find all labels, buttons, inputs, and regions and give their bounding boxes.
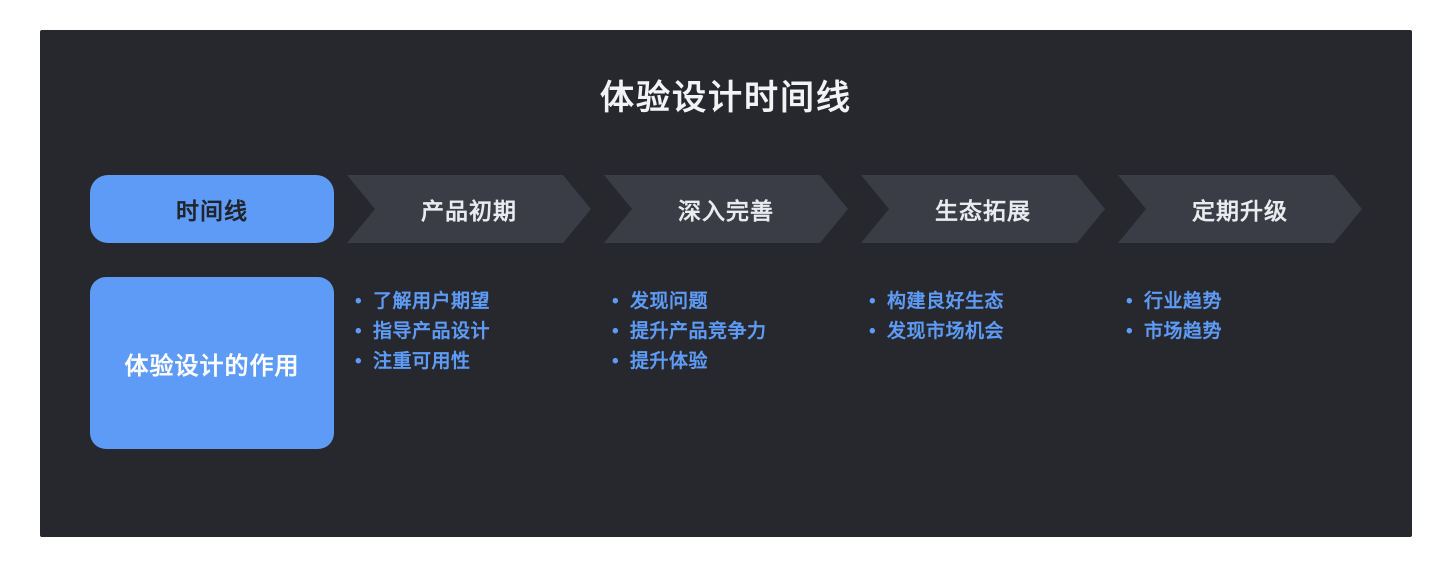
bullet-item: 了解用户期望 bbox=[355, 287, 591, 317]
page-title: 体验设计时间线 bbox=[600, 79, 852, 117]
stage-bullets-2: 发现问题 提升产品竞争力 提升体验 bbox=[604, 277, 848, 449]
stage-bullets-3: 构建良好生态 发现市场机会 bbox=[861, 277, 1105, 449]
bullet-item: 行业趋势 bbox=[1126, 287, 1362, 317]
stage-bullets-4: 行业趋势 市场趋势 bbox=[1118, 277, 1362, 449]
role-box-label: 体验设计的作用 bbox=[124, 352, 300, 380]
stage-chevron-2: 深入完善 bbox=[604, 175, 848, 243]
stage-label-4: 定期升级 bbox=[1192, 198, 1288, 224]
stage-chevron-3: 生态拓展 bbox=[861, 175, 1105, 243]
bullet-item: 提升产品竞争力 bbox=[612, 317, 848, 347]
role-box: 体验设计的作用 bbox=[90, 277, 334, 449]
stage-label-3: 生态拓展 bbox=[935, 198, 1031, 224]
timeline-panel: 体验设计时间线 时间线 产品初期 深入完善 生态拓展 定期升级 体验设计的作用 bbox=[40, 30, 1412, 537]
timeline-start-pill: 时间线 bbox=[90, 175, 334, 243]
bullet-item: 市场趋势 bbox=[1126, 317, 1362, 347]
stage-label-1: 产品初期 bbox=[421, 198, 517, 224]
stage-bullets-1: 了解用户期望 指导产品设计 注重可用性 bbox=[347, 277, 591, 449]
timeline-row: 时间线 产品初期 深入完善 生态拓展 定期升级 bbox=[40, 175, 1412, 243]
timeline-start-label: 时间线 bbox=[176, 198, 248, 224]
stage-chevron-4: 定期升级 bbox=[1118, 175, 1362, 243]
bullet-item: 发现市场机会 bbox=[869, 317, 1105, 347]
bullet-item: 构建良好生态 bbox=[869, 287, 1105, 317]
bullet-item: 指导产品设计 bbox=[355, 317, 591, 347]
bullet-item: 提升体验 bbox=[612, 347, 848, 377]
bullet-item: 注重可用性 bbox=[355, 347, 591, 377]
stage-label-2: 深入完善 bbox=[678, 198, 774, 224]
stage-chevron-1: 产品初期 bbox=[347, 175, 591, 243]
content-row: 体验设计的作用 了解用户期望 指导产品设计 注重可用性 发现问题 提升产品竞争力… bbox=[40, 277, 1412, 449]
bullet-item: 发现问题 bbox=[612, 287, 848, 317]
